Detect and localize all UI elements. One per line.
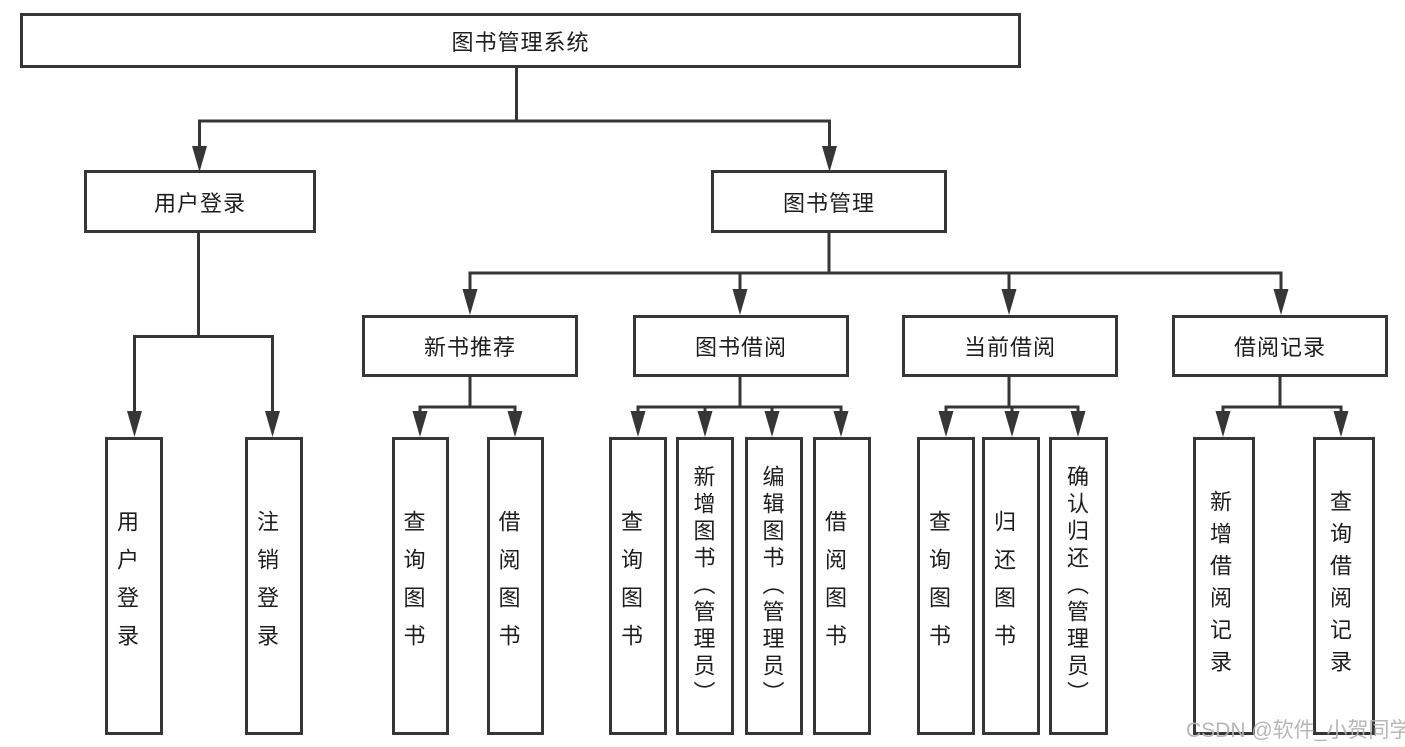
leaf-label: 注销登录: [254, 510, 279, 662]
node-library-management-system: 图书管理系统: [20, 13, 1021, 68]
node-new-book-recommend: 新书推荐: [362, 315, 578, 377]
leaf-label: 归还图书: [991, 510, 1016, 662]
arrowhead: [462, 289, 478, 315]
connector-borrowrecords-to-leaves: [1221, 375, 1343, 415]
arrowhead: [1004, 411, 1020, 437]
connector-currentborrow-to-leaves: [944, 375, 1080, 415]
node-label: 图书管理系统: [451, 29, 590, 55]
leaf-query-books: 查询图书: [392, 437, 449, 735]
node-book-management: 图书管理: [711, 170, 947, 233]
leaf-logout: 注销登录: [245, 437, 303, 735]
leaf-label: 借阅图书: [495, 510, 521, 662]
leaf-user-login: 用户登录: [105, 437, 163, 735]
arrowhead: [938, 411, 954, 437]
leaf-edit-book-admin: 编辑图书（管理员）: [745, 437, 803, 735]
leaf-label: 新增图书（管理员）: [690, 464, 716, 708]
arrowhead: [1333, 411, 1349, 437]
arrowhead: [764, 411, 780, 437]
arrowhead: [507, 411, 523, 437]
leaf-query-books: 查询图书: [609, 437, 667, 735]
arrowhead: [697, 411, 713, 437]
csdn-watermark: CSDN @软件_小贺同学: [1186, 719, 1405, 742]
node-current-borrow: 当前借阅: [902, 315, 1118, 377]
leaf-label: 查询图书: [926, 510, 951, 662]
leaf-label: 用户登录: [114, 510, 139, 662]
arrowhead: [1001, 289, 1017, 315]
node-label: 新书推荐: [423, 335, 516, 360]
leaf-confirm-return-admin: 确认归还（管理员）: [1049, 437, 1108, 735]
leaf-add-book-admin: 新增图书（管理员）: [676, 437, 734, 735]
connector-newbooks-to-leaves: [418, 375, 517, 415]
connector-bookmgmt-to-level3: [468, 231, 1283, 293]
node-borrow-records: 借阅记录: [1172, 315, 1388, 377]
arrowhead: [265, 411, 280, 437]
leaf-label: 查询图书: [400, 510, 426, 662]
node-label: 借阅记录: [1233, 335, 1326, 360]
arrowhead: [1273, 289, 1289, 315]
connector-bookborrow-to-leaves: [636, 375, 843, 415]
arrowhead: [192, 146, 207, 172]
leaf-borrow-book: 借阅图书: [487, 437, 544, 735]
arrowhead: [1070, 411, 1086, 437]
arrowhead: [630, 411, 646, 437]
arrowhead: [732, 289, 748, 315]
leaf-label: 确认归还（管理员）: [1064, 464, 1089, 708]
leaf-add-borrow-record: 新增借阅记录: [1193, 437, 1255, 735]
leaf-return-book: 归还图书: [982, 437, 1040, 735]
leaf-label: 编辑图书（管理员）: [759, 464, 785, 708]
leaf-label: 查询图书: [618, 510, 643, 662]
arrowhead: [822, 146, 837, 172]
leaf-borrow-book: 借阅图书: [813, 437, 871, 735]
arrowhead: [127, 411, 142, 437]
node-label: 当前借阅: [963, 335, 1056, 360]
arrowhead: [412, 411, 428, 437]
node-label: 用户登录: [153, 190, 246, 216]
node-book-borrow: 图书借阅: [633, 315, 849, 377]
connector-root-to-level2: [198, 68, 831, 150]
arrowhead: [1215, 411, 1231, 437]
leaf-label: 借阅图书: [822, 510, 847, 662]
node-label: 图书借阅: [694, 335, 787, 360]
node-label: 图书管理: [782, 190, 875, 216]
arrowhead: [833, 411, 849, 437]
connector-userlogin-to-leaves: [133, 231, 274, 415]
leaf-label: 查询借阅记录: [1327, 490, 1352, 682]
leaf-label: 新增借阅记录: [1207, 490, 1232, 682]
node-user-login: 用户登录: [84, 170, 316, 233]
leaf-query-books: 查询图书: [917, 437, 975, 735]
leaf-query-borrow-record: 查询借阅记录: [1313, 437, 1375, 735]
